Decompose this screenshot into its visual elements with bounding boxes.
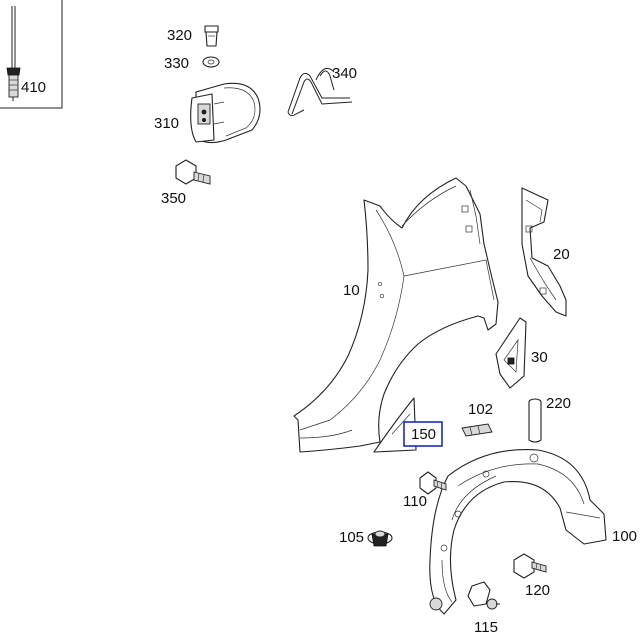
label-105: 105 xyxy=(339,529,364,546)
part-10[interactable]: 10 xyxy=(293,177,499,453)
label-102: 102 xyxy=(468,401,493,418)
part-120[interactable]: 120 xyxy=(513,553,550,599)
part-220[interactable]: 220 xyxy=(528,395,571,443)
part-102[interactable]: 102 xyxy=(461,401,493,437)
part-115[interactable]: 115 xyxy=(467,581,500,636)
part-340[interactable]: 340 xyxy=(287,65,357,117)
label-310: 310 xyxy=(154,115,179,132)
label-30: 30 xyxy=(531,349,548,366)
label-100: 100 xyxy=(612,528,637,545)
label-110: 110 xyxy=(403,493,427,510)
highlight-box-150 xyxy=(403,421,443,447)
part-30[interactable]: 30 xyxy=(495,317,548,389)
part-20[interactable]: 20 xyxy=(521,187,570,317)
part-105[interactable]: 105 xyxy=(339,529,393,547)
label-350: 350 xyxy=(161,190,186,207)
label-330: 330 xyxy=(164,55,189,72)
part-110[interactable]: 110 xyxy=(403,471,447,510)
label-220: 220 xyxy=(546,395,571,412)
part-330[interactable]: 330 xyxy=(164,55,220,72)
label-320: 320 xyxy=(167,27,192,44)
part-150[interactable]: 150 xyxy=(373,397,443,453)
label-10: 10 xyxy=(343,282,360,299)
part-320[interactable]: 320 xyxy=(167,25,219,47)
label-115: 115 xyxy=(474,619,498,636)
part-410[interactable]: 410 xyxy=(0,0,63,109)
label-340: 340 xyxy=(332,65,357,82)
label-20: 20 xyxy=(553,246,570,263)
part-350[interactable]: 350 xyxy=(161,159,211,207)
label-410: 410 xyxy=(21,79,46,96)
part-100[interactable]: 100 xyxy=(429,448,637,615)
label-150: 150 xyxy=(411,426,436,443)
part-310[interactable]: 310 xyxy=(154,82,261,144)
label-120: 120 xyxy=(525,582,550,599)
